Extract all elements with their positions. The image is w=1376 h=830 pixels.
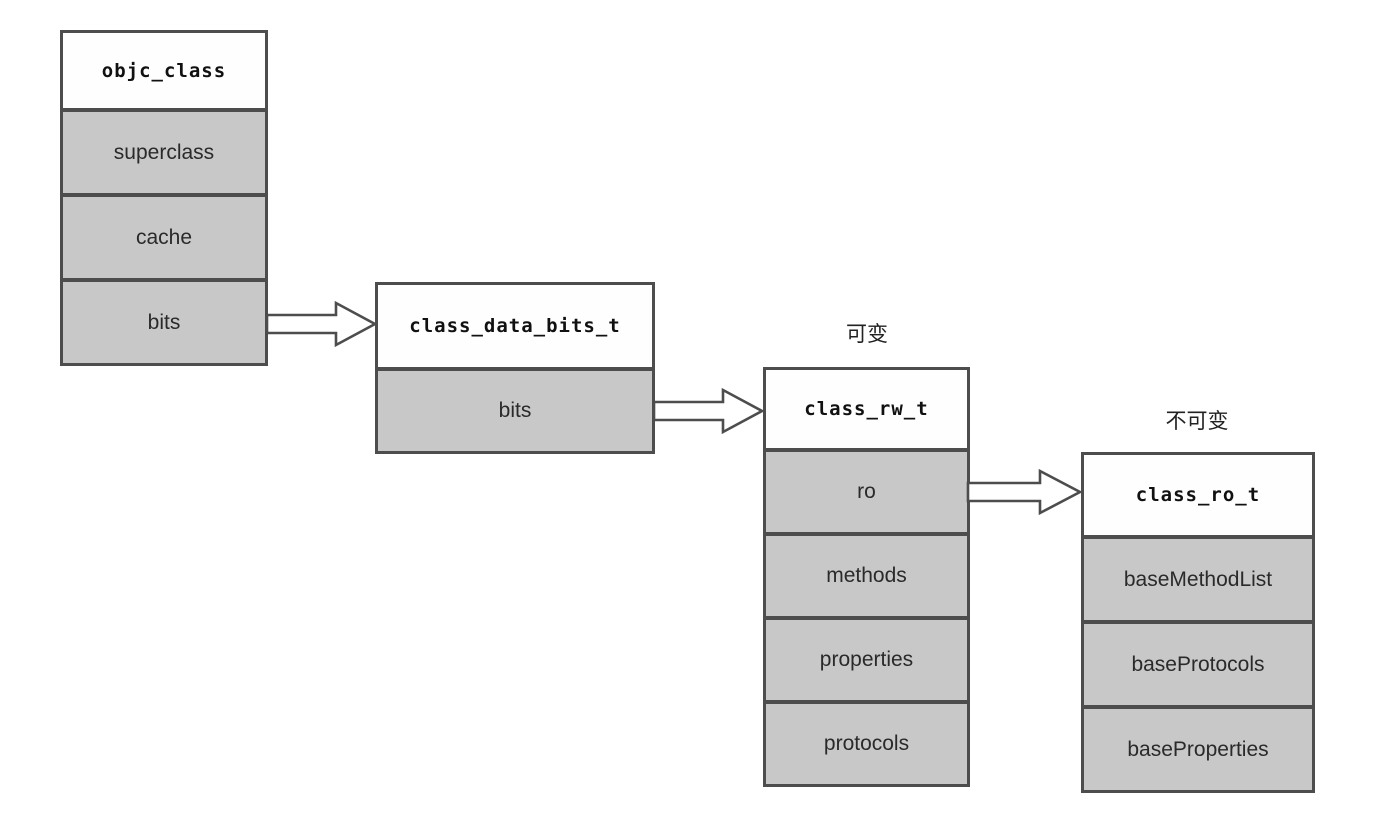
struct-row-base-protocols: baseProtocols <box>1084 620 1312 705</box>
struct-row-cache: cache <box>63 193 265 278</box>
struct-row-ro: ro <box>766 448 967 532</box>
struct-row-base-properties: baseProperties <box>1084 705 1312 790</box>
struct-row-base-method-list: baseMethodList <box>1084 535 1312 620</box>
struct-box-class-rw-t: class_rw_t ro methods properties protoco… <box>763 367 970 787</box>
struct-row-protocols: protocols <box>766 700 967 784</box>
arrow-bits-to-class-rw-t <box>652 387 765 435</box>
struct-box-class-data-bits-t: class_data_bits_t bits <box>375 282 655 454</box>
struct-title-class-rw-t: class_rw_t <box>766 370 967 448</box>
annotation-mutable: 可变 <box>846 323 888 346</box>
struct-title-class-data-bits-t: class_data_bits_t <box>378 285 652 367</box>
struct-title-objc-class: objc_class <box>63 33 265 108</box>
struct-row-properties: properties <box>766 616 967 700</box>
annotation-immutable: 不可变 <box>1165 410 1229 433</box>
arrow-ro-to-class-ro-t <box>966 468 1083 516</box>
struct-box-objc-class: objc_class superclass cache bits <box>60 30 268 366</box>
struct-row-methods: methods <box>766 532 967 616</box>
struct-title-class-ro-t: class_ro_t <box>1084 455 1312 535</box>
struct-row-superclass: superclass <box>63 108 265 193</box>
struct-row-bits: bits <box>63 278 265 363</box>
struct-box-class-ro-t: class_ro_t baseMethodList baseProtocols … <box>1081 452 1315 793</box>
arrow-bits-to-class-data-bits-t <box>265 300 378 348</box>
struct-row-bits: bits <box>378 367 652 451</box>
